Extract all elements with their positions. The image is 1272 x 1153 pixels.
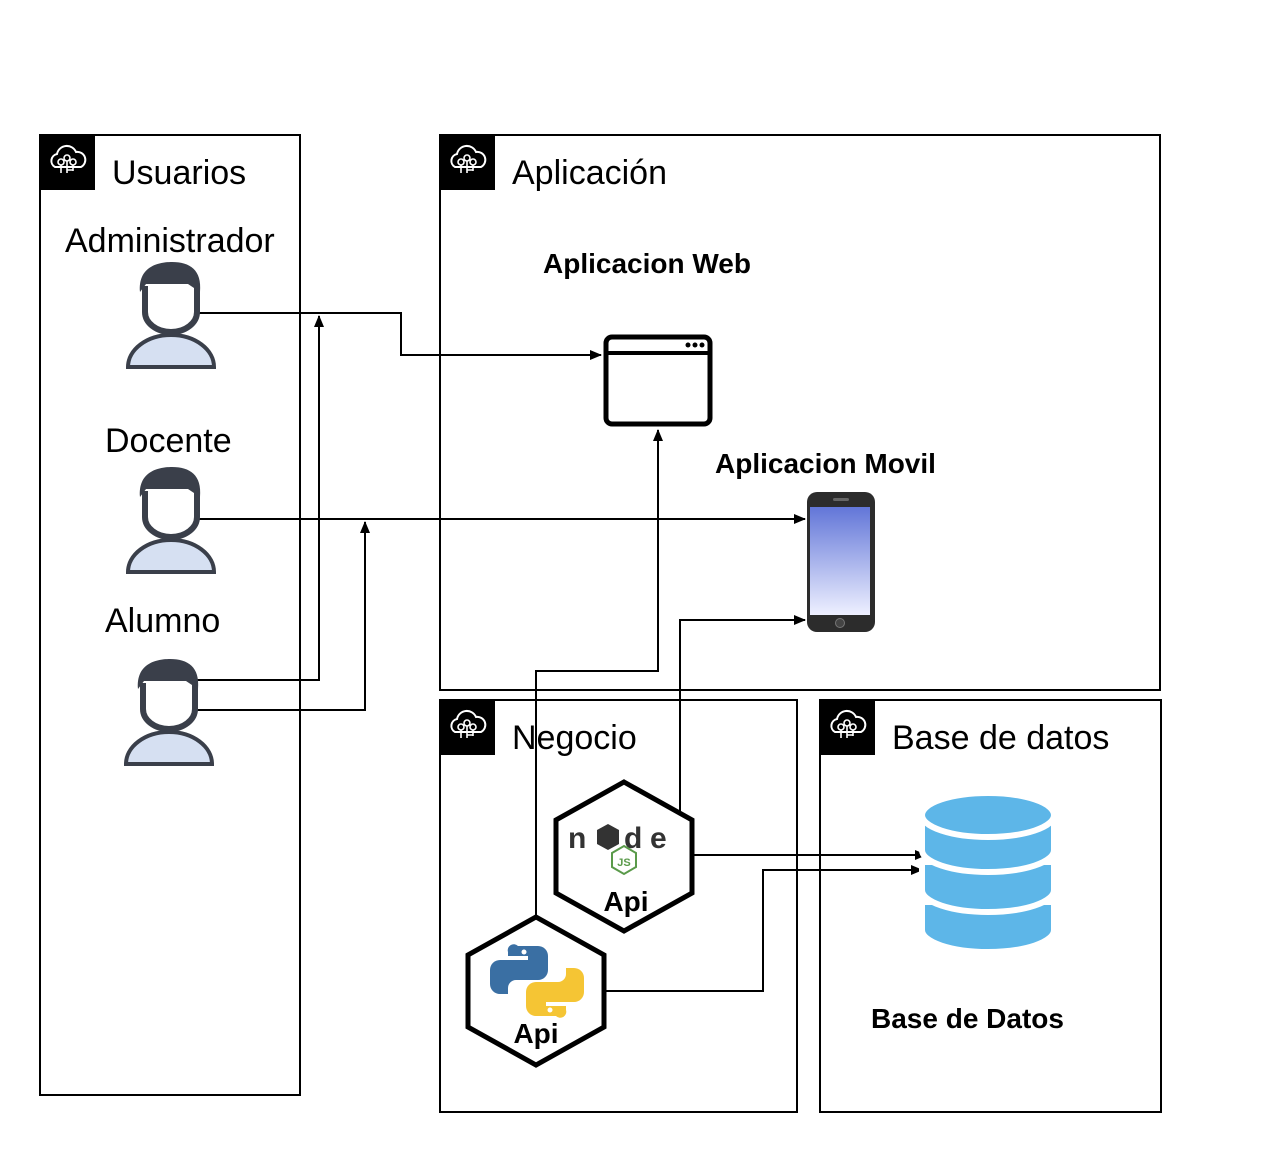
connector-student-up-1 xyxy=(195,315,324,681)
database-group: Base de datos xyxy=(819,699,1162,1113)
svg-text:d: d xyxy=(624,822,642,855)
business-group-title: Negocio xyxy=(512,719,637,757)
connector-student-up-2 xyxy=(195,521,370,711)
cloud-tree-icon xyxy=(439,134,495,190)
smartphone-icon xyxy=(807,492,875,632)
connector-node-mobile xyxy=(679,615,806,812)
database-label: Base de Datos xyxy=(871,1003,1064,1034)
nodejs-logo-icon: n d e JS xyxy=(553,779,695,934)
application-group-title: Aplicación xyxy=(512,154,667,192)
svg-text:e: e xyxy=(650,822,667,855)
database-group-title: Base de datos xyxy=(892,719,1110,757)
svg-text:JS: JS xyxy=(617,857,630,869)
business-group: Negocio xyxy=(439,699,798,1113)
users-group-title: Usuarios xyxy=(112,154,247,192)
browser-window-icon xyxy=(603,334,713,427)
user-icon xyxy=(125,262,217,369)
application-group: Aplicación xyxy=(439,134,1161,691)
mobile-app-label: Aplicacion Movil xyxy=(715,448,936,479)
database-icon xyxy=(919,790,1057,955)
python-logo-icon xyxy=(465,914,607,1068)
cloud-tree-icon xyxy=(819,699,875,755)
users-group: Usuarios xyxy=(39,134,301,1096)
python-api-label: Api xyxy=(513,1018,558,1049)
connector-python-web xyxy=(535,429,663,917)
svg-text:n: n xyxy=(568,822,586,855)
actor-label-student: Alumno xyxy=(105,602,221,640)
cloud-tree-icon xyxy=(39,134,95,190)
web-app-label: Aplicacion Web xyxy=(543,248,751,279)
node-api-label: Api xyxy=(603,886,648,917)
cloud-tree-icon xyxy=(439,699,495,755)
user-icon xyxy=(123,659,215,766)
user-icon xyxy=(125,467,217,574)
connector-python-db xyxy=(605,865,923,992)
connector-admin-web xyxy=(195,312,602,360)
actor-label-admin: Administrador xyxy=(65,222,275,260)
actor-label-teacher: Docente xyxy=(105,422,232,460)
connectors xyxy=(195,312,927,992)
